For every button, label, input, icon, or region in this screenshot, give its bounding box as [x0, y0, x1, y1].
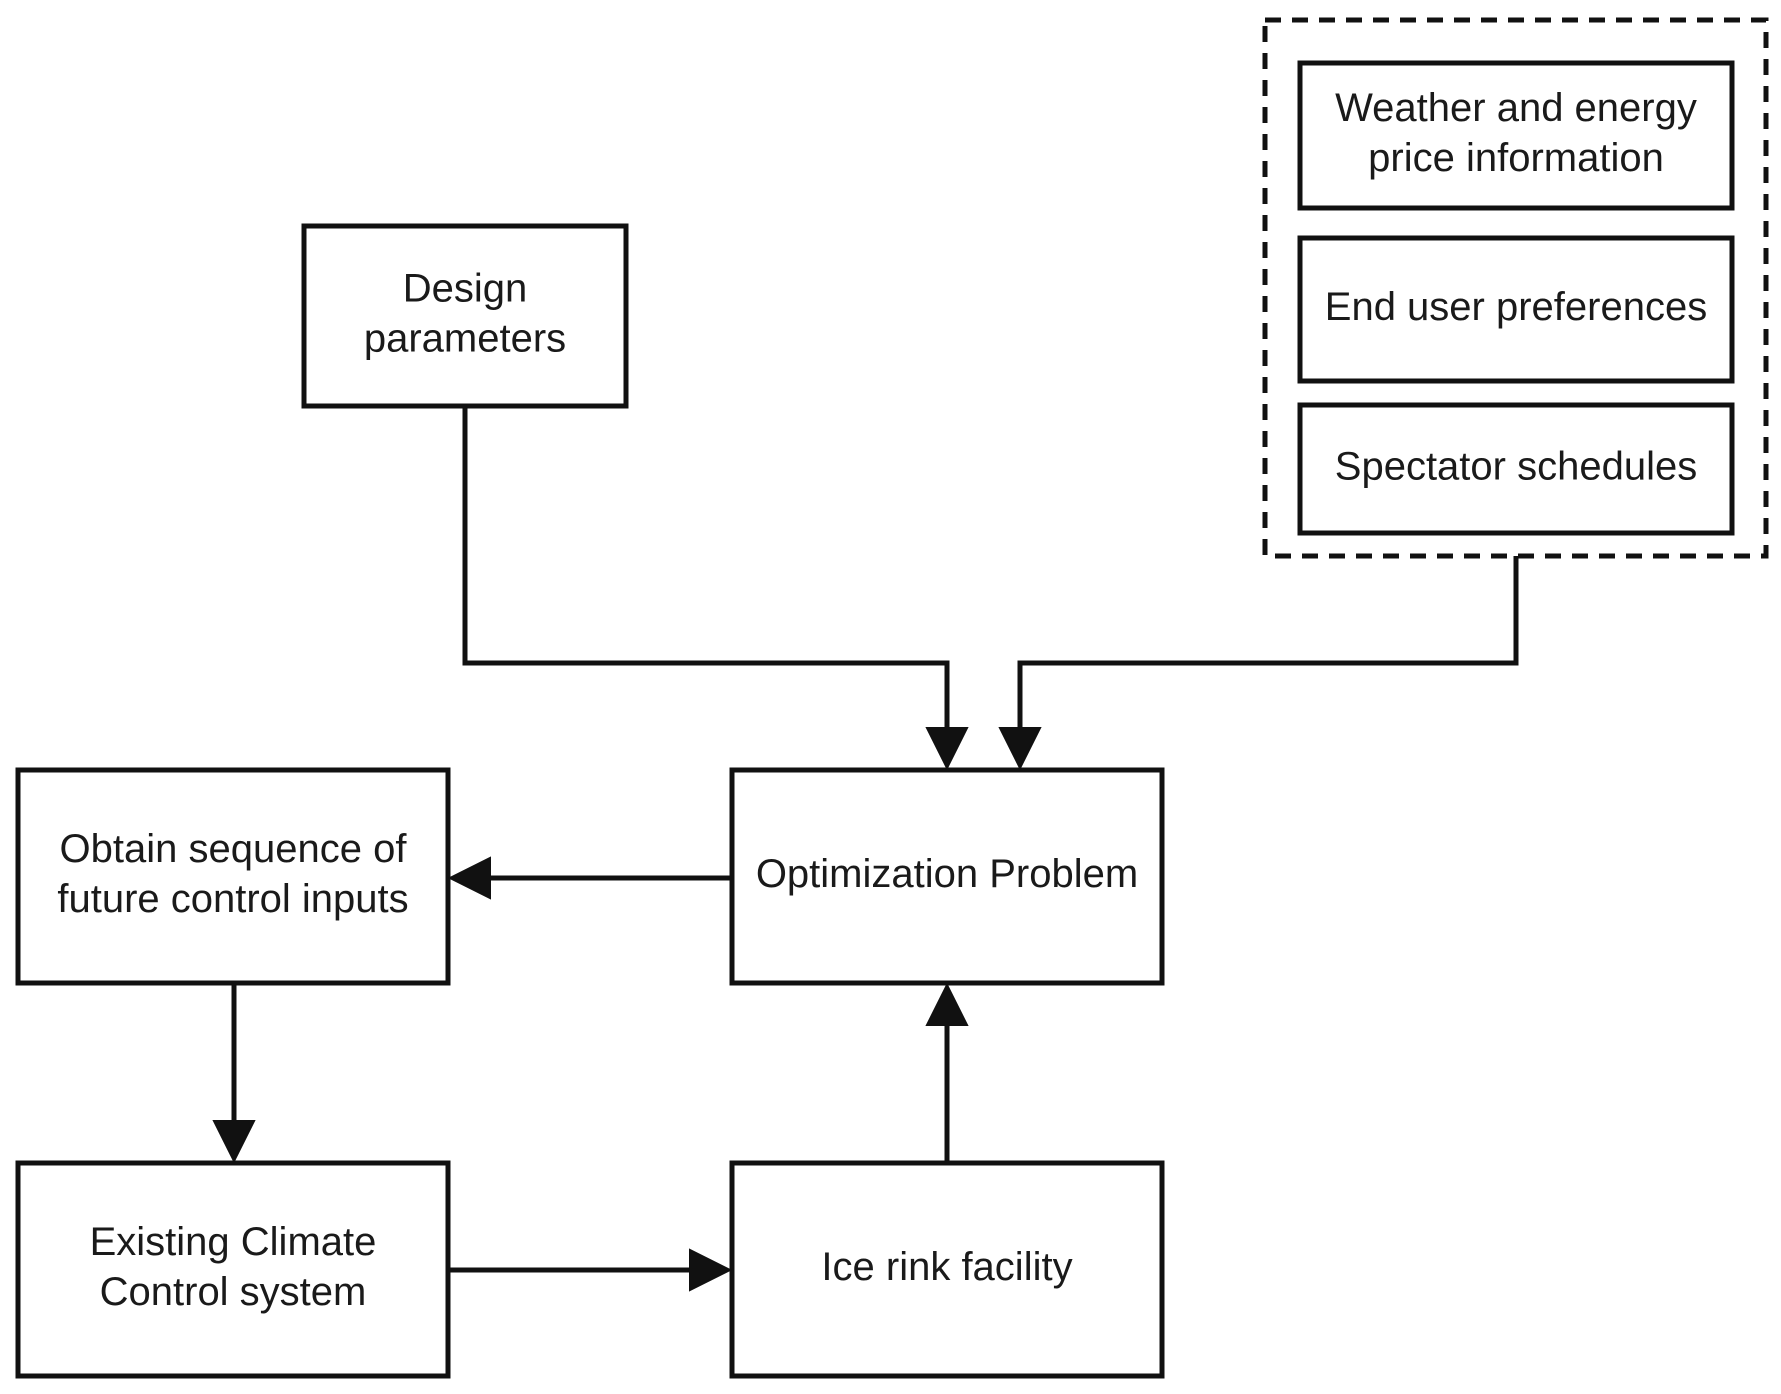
edge-ice-rink-to-optimization — [925, 982, 969, 1163]
spectator-schedules-node: Spectator schedules — [1297, 402, 1735, 536]
edge-inputs-to-optimization — [998, 556, 1519, 771]
spectator-schedules-line-1: Spectator schedules — [1335, 445, 1697, 489]
obtain-sequence-node: Obtain sequence of future control inputs — [15, 767, 451, 986]
edge-existing-to-ice-rink — [448, 1248, 733, 1292]
arrowhead-icon — [998, 727, 1042, 771]
design-parameters-node: Design parameters — [301, 223, 629, 409]
edge-optimization-to-obtain — [447, 856, 732, 900]
weather-energy-node: Weather and energy price information — [1297, 60, 1735, 211]
ice-rink-node: Ice rink facility — [729, 1160, 1165, 1379]
arrowhead-icon — [212, 1120, 256, 1164]
arrowhead-icon — [689, 1248, 733, 1292]
end-user-preferences-node: End user preferences — [1297, 235, 1735, 384]
arrowhead-icon — [925, 727, 969, 771]
existing-climate-line-1: Existing Climate — [90, 1220, 377, 1264]
obtain-sequence-line-1: Obtain sequence of — [60, 827, 408, 871]
optimization-problem-node: Optimization Problem — [729, 767, 1165, 986]
design-parameters-line-1: Design — [403, 267, 528, 311]
weather-energy-line-2: price information — [1368, 136, 1664, 180]
optimization-problem-line-1: Optimization Problem — [756, 852, 1138, 896]
external-inputs-group — [1262, 17, 1769, 559]
design-parameters-line-2: parameters — [364, 317, 566, 361]
weather-energy-line-1: Weather and energy — [1335, 86, 1697, 130]
edge-obtain-to-existing — [212, 983, 256, 1164]
obtain-sequence-line-2: future control inputs — [57, 877, 408, 921]
ice-rink-line-1: Ice rink facility — [821, 1245, 1072, 1289]
existing-climate-node: Existing Climate Control system — [15, 1160, 451, 1379]
existing-climate-line-2: Control system — [100, 1270, 367, 1314]
arrowhead-icon — [447, 856, 491, 900]
arrowhead-icon — [925, 982, 969, 1026]
edge-design-to-optimization — [462, 406, 969, 771]
end-user-preferences-line-1: End user preferences — [1325, 285, 1707, 329]
